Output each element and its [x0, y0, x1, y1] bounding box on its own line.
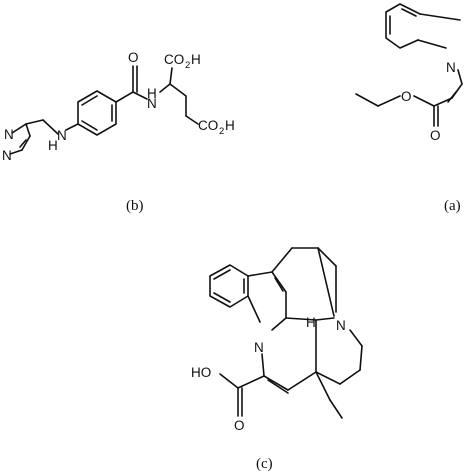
panel-label-c: (c): [256, 456, 273, 472]
structure-b-amine-n: N: [57, 128, 67, 143]
svg-text:2: 2: [219, 126, 224, 137]
structure-c-bonds: [209, 247, 363, 419]
structure-b-amide-o: O: [128, 50, 139, 65]
structure-b: N N H N O N H: [2, 50, 235, 214]
structure-b-ring-n-top: N: [4, 127, 14, 142]
structure-b-co2h-top: CO 2 H: [164, 52, 201, 71]
structure-b-left-ring-bonds: [9, 119, 79, 155]
structure-c-amine-n: N: [336, 318, 346, 333]
structure-a-bonds: [355, 3, 463, 127]
svg-text:2: 2: [185, 60, 190, 71]
structure-b-benzene-ring: [77, 65, 199, 136]
structure-c: N N H HO O (c): [191, 247, 363, 472]
structure-b-ring-n-bottom: N: [2, 148, 12, 163]
panel-label-a: (a): [444, 198, 461, 214]
structure-c-stereo-h: H: [306, 315, 316, 330]
svg-text:H: H: [225, 118, 235, 133]
structure-c-hydroxyl: HO: [191, 365, 211, 380]
svg-text:H: H: [191, 52, 201, 67]
structure-a-carbonyl-o: O: [430, 128, 441, 143]
svg-text:CO: CO: [198, 118, 218, 133]
structure-b-amide-n: N: [147, 96, 157, 111]
structure-c-carbonyl-o: O: [234, 418, 245, 433]
structure-b-amine-h: H: [48, 138, 58, 153]
panel-label-b: (b): [126, 198, 144, 214]
structure-c-indole-n: N: [254, 340, 264, 355]
svg-text:CO: CO: [164, 52, 184, 67]
structure-a: N O O (a): [355, 3, 463, 214]
structure-b-co2h-bottom: CO 2 H: [198, 118, 235, 137]
structure-a-n: N: [446, 60, 456, 75]
structure-a-ester-o: O: [401, 89, 412, 104]
structure-b-amide-h: H: [147, 86, 157, 101]
